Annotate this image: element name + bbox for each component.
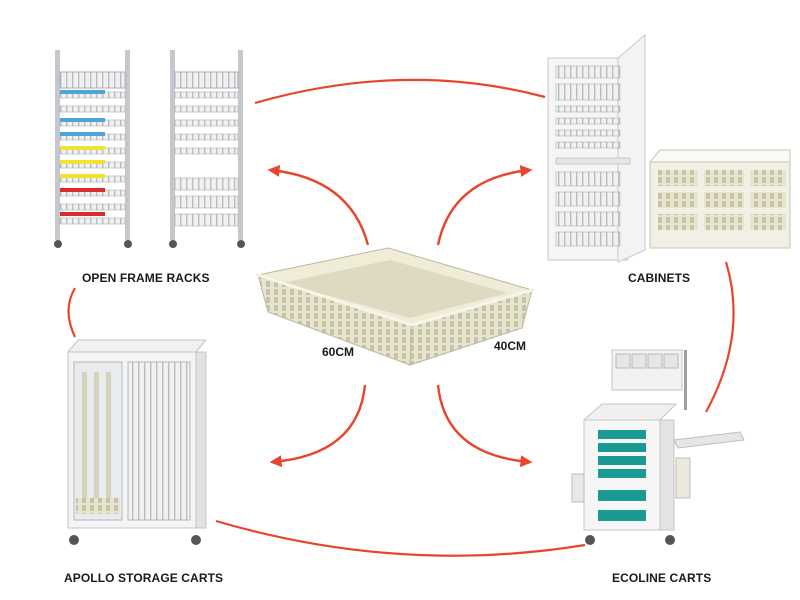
connector-ecoline-to-apollo: [215, 519, 586, 557]
connector-racks-to-cabinets: [254, 78, 546, 105]
arrow-to-ecoline-carts: [436, 384, 533, 468]
distribution-arrows: [267, 164, 533, 468]
open-frame-racks-illustration: [54, 50, 245, 248]
apollo-storage-carts-illustration: [66, 339, 208, 545]
storage-basket-illustration: [256, 247, 534, 366]
basket-dimension-length: 60CM: [322, 345, 355, 359]
basket-dimension-width: 40CM: [494, 339, 527, 353]
label-cabinets: CABINETS: [628, 271, 691, 285]
label-apollo-storage-carts: APOLLO STORAGE CARTS: [64, 571, 224, 585]
arrow-to-cabinets: [436, 165, 533, 246]
cabinets-illustration: [547, 33, 791, 263]
label-open-frame-racks: OPEN FRAME RACKS: [82, 271, 210, 285]
label-ecoline-carts: ECOLINE CARTS: [612, 571, 712, 585]
cycle-connectors: [67, 78, 735, 557]
arrow-to-open-frame-racks: [267, 164, 370, 246]
arrow-to-apollo-storage-carts: [269, 384, 367, 468]
connector-cabinets-to-ecoline: [705, 261, 735, 413]
connector-apollo-to-racks: [67, 287, 76, 338]
ecoline-carts-illustration: [571, 349, 745, 545]
